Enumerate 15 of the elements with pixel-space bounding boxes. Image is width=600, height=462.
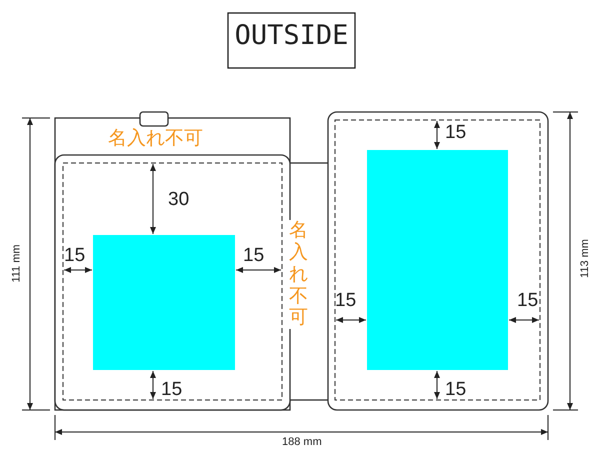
- dimension-label: 188 mm: [282, 437, 322, 448]
- dimension-label: 15: [517, 291, 538, 310]
- no-print-note: 名入れ不可: [289, 220, 309, 330]
- print-area: [93, 235, 235, 370]
- dimension-label: 15: [445, 380, 466, 399]
- dimension-label: 30: [168, 190, 190, 209]
- dimension-label: 15: [64, 246, 86, 265]
- dimension-label: 15: [161, 380, 182, 399]
- print-area: [367, 150, 508, 370]
- dimension-label: 113 mm: [580, 239, 591, 278]
- title: OUTSIDE: [234, 22, 350, 49]
- dimension-label: 15: [445, 123, 466, 142]
- dimension-label: 15: [243, 246, 264, 265]
- no-print-note: 名入れ不可: [108, 129, 203, 148]
- dimension-label: 15: [335, 291, 356, 310]
